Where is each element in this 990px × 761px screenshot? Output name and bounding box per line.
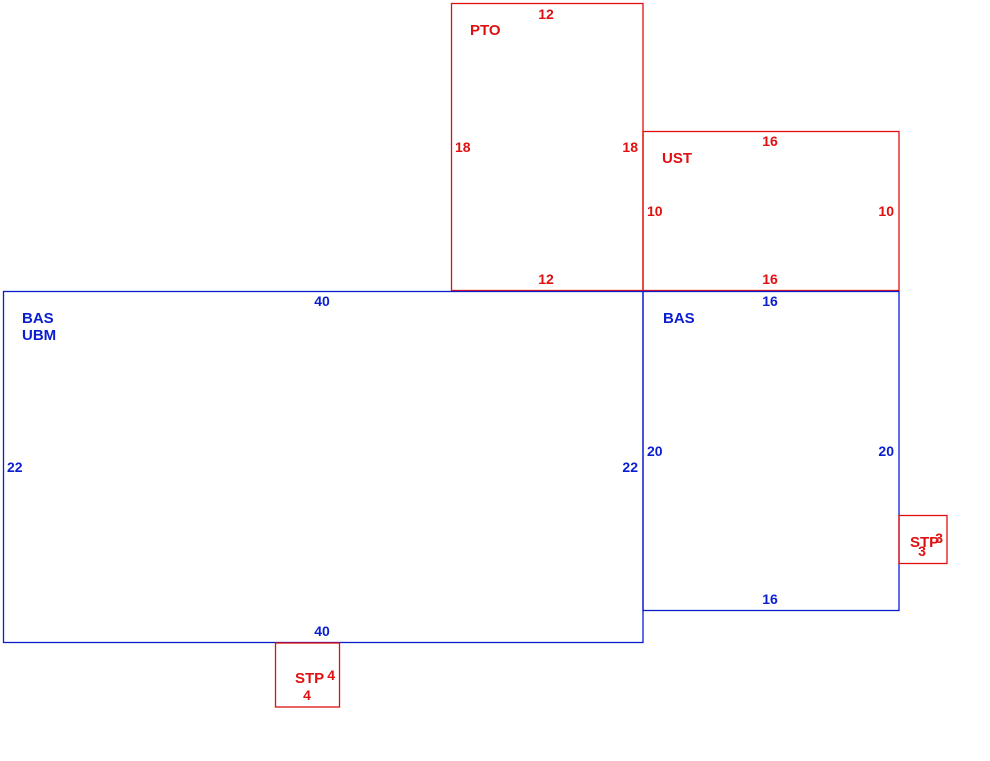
bas-main-sublabel: UBM — [22, 327, 56, 344]
bas-main-right-dimension: 22 — [622, 459, 638, 475]
stp-bottom-area: STP 4 4 — [274, 642, 341, 708]
stp-right-label: STP — [910, 534, 939, 551]
bas-main-label: BAS — [22, 310, 54, 327]
bas-main-top-dimension: 40 — [314, 293, 330, 309]
bas-right-bottom-dimension: 16 — [762, 591, 778, 607]
stp-right-outline — [898, 514, 948, 565]
pto-right-dimension: 18 — [622, 139, 638, 155]
pto-outline — [450, 2, 644, 292]
ust-bottom-dimension: 16 — [762, 271, 778, 287]
bas-right-left-dimension: 20 — [647, 443, 663, 459]
stp-right-area: STP 3 3 — [898, 514, 948, 565]
stp-bottom-outline — [274, 642, 341, 708]
stp-bottom-bottom-dimension: 4 — [303, 687, 311, 703]
pto-top-dimension: 12 — [538, 6, 554, 22]
bas-right-top-dimension: 16 — [762, 293, 778, 309]
pto-label: PTO — [470, 22, 501, 39]
ust-area: UST 16 16 10 10 — [642, 130, 900, 292]
bas-right-label: BAS — [663, 310, 695, 327]
bas-right-right-dimension: 20 — [878, 443, 894, 459]
stp-bottom-side-dimension: 4 — [327, 667, 335, 683]
ust-outline — [642, 130, 900, 292]
pto-bottom-dimension: 12 — [538, 271, 554, 287]
pto-area: PTO 12 12 18 18 — [450, 2, 644, 292]
bas-right-outline — [642, 290, 900, 612]
stp-bottom-label: STP — [295, 670, 324, 687]
bas-main-area: BAS UBM 40 40 22 22 — [2, 290, 644, 644]
stp-right-side-dimension: 3 — [935, 530, 943, 546]
ust-label: UST — [662, 150, 692, 167]
bas-main-bottom-dimension: 40 — [314, 623, 330, 639]
bas-right-area: BAS 16 16 20 20 — [642, 290, 900, 612]
ust-top-dimension: 16 — [762, 133, 778, 149]
ust-left-dimension: 10 — [647, 203, 663, 219]
bas-main-outline — [2, 290, 644, 644]
pto-left-dimension: 18 — [455, 139, 471, 155]
bas-main-left-dimension: 22 — [7, 459, 23, 475]
stp-right-bottom-dimension: 3 — [918, 543, 926, 559]
ust-right-dimension: 10 — [878, 203, 894, 219]
